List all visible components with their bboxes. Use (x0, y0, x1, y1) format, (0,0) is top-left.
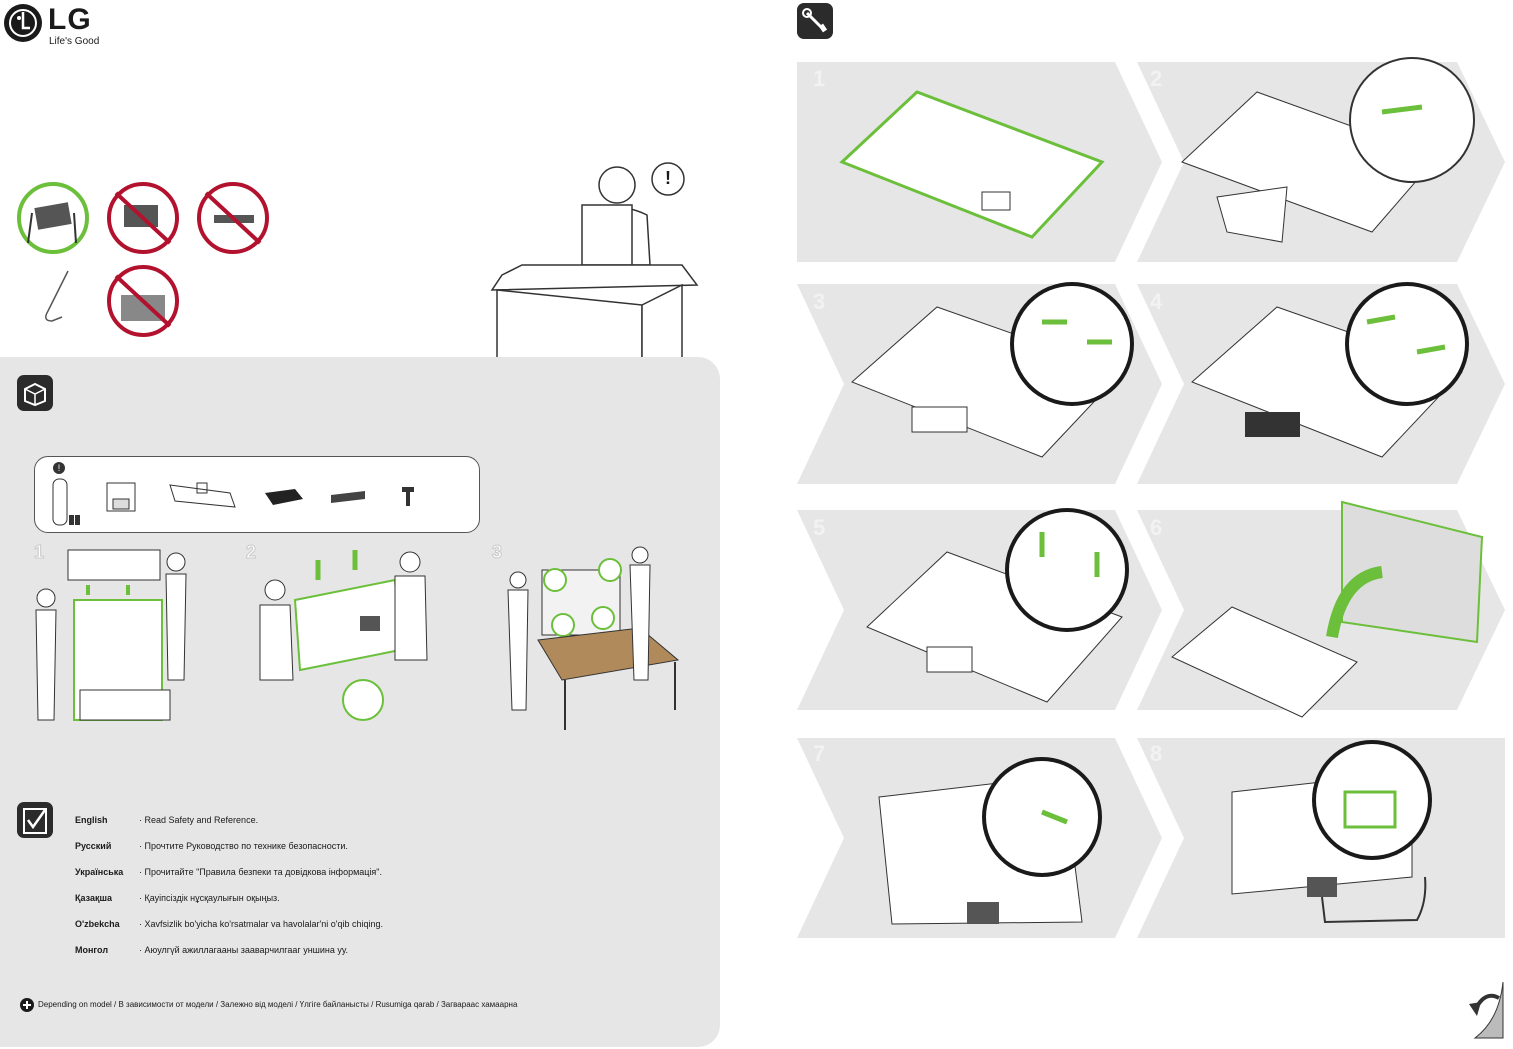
accessory-note-symbol: ! (53, 462, 65, 474)
language-instruction: · Аюулгүй ажиллагааны зааварчилгааг унши… (139, 945, 348, 955)
assembly-steps-grid (797, 57, 1513, 942)
language-name: Қазақша (75, 893, 112, 903)
unpack-step-2-number: 2 (245, 542, 257, 563)
assembly-step-5-number: 5 (813, 515, 826, 540)
page-turn-icon[interactable] (1455, 980, 1507, 1040)
one-person-carry-no-icon (107, 182, 179, 254)
language-name: Українська (75, 867, 124, 877)
model-footnote: Depending on model / В зависимости от мо… (38, 1000, 518, 1009)
lg-logo-icon (4, 4, 42, 42)
flat-carry-no-icon (197, 182, 269, 254)
handling-icons (17, 182, 278, 343)
assembly-step-3-number: 3 (813, 289, 826, 314)
manual-icon (106, 482, 136, 512)
remote-icon (52, 478, 80, 526)
alert-bubble-icon: ! (650, 162, 686, 198)
assembly-step-1-number: 1 (813, 66, 826, 91)
accessories-box: ! (34, 456, 480, 533)
step-6-tv-lift (1171, 500, 1484, 718)
box-icon (17, 375, 53, 411)
checklist-icon (17, 802, 53, 838)
assembly-step-8-number: 8 (1150, 741, 1163, 766)
assembly-step-7-number: 7 (813, 741, 826, 766)
assembly-step-2-number: 2 (1150, 66, 1163, 91)
step-8-tv-cable (1231, 740, 1432, 924)
step-5-tv-press (866, 508, 1129, 703)
unpack-step-3-number: 3 (491, 542, 503, 563)
step-2-tv-stand (1181, 57, 1475, 243)
screw-icon (402, 487, 414, 506)
language-instruction: · Прочитайте "Правила безпеки та довідко… (139, 867, 382, 877)
language-instruction: · Қауіпсіздік нұсқаулығын оқыңыз. (139, 893, 280, 903)
language-name: O'zbekcha (75, 919, 120, 929)
step-7-tv-cover (878, 757, 1102, 925)
cover-icon (331, 491, 365, 503)
language-name: Русский (75, 841, 112, 851)
step-1-tv-back (839, 90, 1105, 239)
bracket-icon (265, 489, 303, 505)
unpack-step-1-illustration (28, 540, 198, 740)
assembly-step-4-number: 4 (1150, 289, 1163, 314)
step-3-tv-bracket (851, 282, 1134, 458)
language-instruction: · Read Safety and Reference. (139, 815, 259, 825)
safety-language-list: English · Read Safety and Reference. Рус… (75, 815, 675, 965)
assembly-step-6-number: 6 (1150, 515, 1163, 540)
plus-icon (20, 998, 34, 1012)
stand-icon (169, 482, 236, 508)
unpack-step-2-illustration (255, 540, 445, 725)
two-person-carry-ok-icon (17, 182, 89, 254)
language-instruction: · Xavfsizlik bo'yicha ko'rsatmalar va ha… (139, 919, 383, 929)
language-name: English (75, 815, 108, 825)
step-4-tv-screws (1191, 282, 1469, 458)
language-instruction: · Прочтите Руководство по технике безопа… (139, 841, 348, 851)
alert-symbol: ! (665, 168, 671, 188)
touch-screen-no-icon (107, 265, 179, 337)
tools-icon (797, 3, 833, 39)
brand-logo-text: LG (48, 3, 92, 36)
hand-ok-icon (45, 270, 69, 322)
brand-tagline: Life's Good (49, 36, 100, 47)
language-name: Монгол (75, 945, 109, 955)
unpack-step-3-illustration (500, 540, 680, 740)
unpack-step-1-number: 1 (33, 542, 45, 563)
